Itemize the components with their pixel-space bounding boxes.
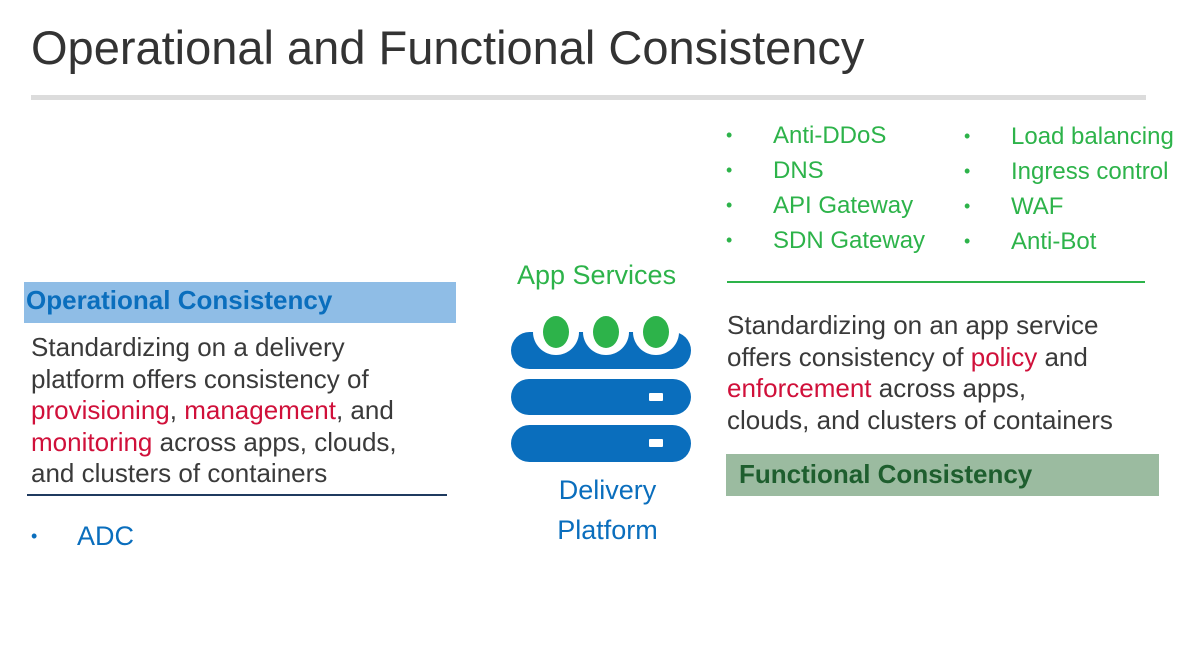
functional-consistency-header: Functional Consistency: [726, 454, 1159, 496]
service-api-gateway: API Gateway: [773, 192, 914, 219]
description-line: Standardizing on an app service: [727, 310, 1099, 340]
list-item: • Anti-Bot: [964, 224, 1184, 259]
operational-consistency-title: Operational Consistency: [26, 285, 333, 315]
service-waf: WAF: [1011, 193, 1064, 220]
list-item: • WAF: [964, 189, 1184, 224]
list-item: • API Gateway: [726, 188, 946, 223]
app-services-list-left: • Anti-DDoS • DNS • API Gateway • SDN Gatewa…: [726, 118, 946, 258]
service-dns: DNS: [773, 157, 824, 184]
service-dot-3: [643, 316, 669, 348]
description-text: and: [1037, 341, 1088, 372]
description-line: offers consistency of policy and: [727, 342, 1113, 374]
operational-description: Standardizing on a delivery platform off…: [31, 332, 397, 490]
separator-text: ,: [169, 395, 185, 425]
operational-consistency-header: Operational Consistency: [24, 282, 456, 323]
bullet-icon: •: [964, 231, 971, 251]
delivery-platform-list: • ADC: [31, 519, 231, 554]
description-line: enforcement across apps,: [727, 373, 1113, 405]
service-anti-bot: Anti-Bot: [1011, 228, 1097, 255]
service-anti-ddos: Anti-DDoS: [773, 122, 887, 149]
highlight-provisioning: provisioning: [31, 395, 170, 425]
bullet-icon: •: [964, 196, 971, 216]
description-text: across apps,: [871, 373, 1027, 403]
highlight-monitoring: monitoring: [31, 426, 153, 457]
highlight-policy: policy: [970, 341, 1038, 372]
service-load-balancing: Load balancing: [1011, 123, 1174, 150]
bullet-icon: •: [964, 161, 971, 181]
delivery-label-line: Delivery: [558, 475, 657, 505]
bullet-icon: •: [726, 160, 733, 180]
platform-adc: ADC: [77, 521, 135, 551]
server-light-middle: [649, 393, 663, 401]
functional-consistency-title: Functional Consistency: [739, 459, 1033, 489]
list-item: • Load balancing: [964, 119, 1184, 154]
service-sdn-gateway: SDN Gateway: [773, 227, 926, 254]
list-item: • Anti-DDoS: [726, 118, 946, 153]
description-line: and clusters of containers: [31, 458, 328, 488]
highlight-management: management: [184, 395, 336, 425]
description-text: offers consistency of: [727, 341, 971, 372]
service-ingress-control: Ingress control: [1011, 158, 1169, 185]
description-line: platform offers consistency of: [31, 363, 369, 394]
bullet-icon: •: [964, 126, 971, 146]
page-title: Operational and Functional Consistency: [31, 21, 865, 74]
list-item: • ADC: [31, 519, 231, 554]
app-services-divider: [727, 281, 1145, 283]
separator-text: , and: [335, 395, 394, 425]
delivery-platform-label: Delivery Platform: [510, 470, 705, 550]
server-unit-bottom: [511, 425, 691, 462]
description-line: provisioning, management, and: [31, 395, 397, 427]
list-item: • SDN Gateway: [726, 223, 946, 258]
bullet-icon: •: [726, 125, 733, 145]
description-line: monitoring across apps, clouds,: [31, 427, 397, 459]
app-services-label: App Services: [517, 260, 677, 290]
functional-description: Standardizing on an app service offers c…: [727, 310, 1113, 436]
server-rack-icon: [511, 312, 691, 462]
server-light-bottom: [649, 439, 663, 447]
delivery-label-line: Platform: [557, 515, 658, 545]
app-services-list-right: • Load balancing • Ingress control • WAF • A…: [964, 119, 1184, 259]
service-dot-2: [593, 316, 619, 348]
title-divider: [31, 95, 1146, 100]
highlight-enforcement: enforcement: [727, 373, 872, 403]
bullet-icon: •: [726, 195, 733, 215]
bullet-icon: •: [31, 526, 38, 546]
description-text: across apps, clouds,: [152, 426, 397, 457]
bullet-icon: •: [726, 230, 733, 250]
server-unit-middle: [511, 379, 691, 415]
list-item: • Ingress control: [964, 154, 1184, 189]
operational-divider: [27, 494, 447, 496]
service-dot-1: [543, 316, 569, 348]
list-item: • DNS: [726, 153, 946, 188]
description-line: clouds, and clusters of containers: [727, 404, 1113, 435]
description-line: Standardizing on a delivery: [31, 332, 345, 362]
